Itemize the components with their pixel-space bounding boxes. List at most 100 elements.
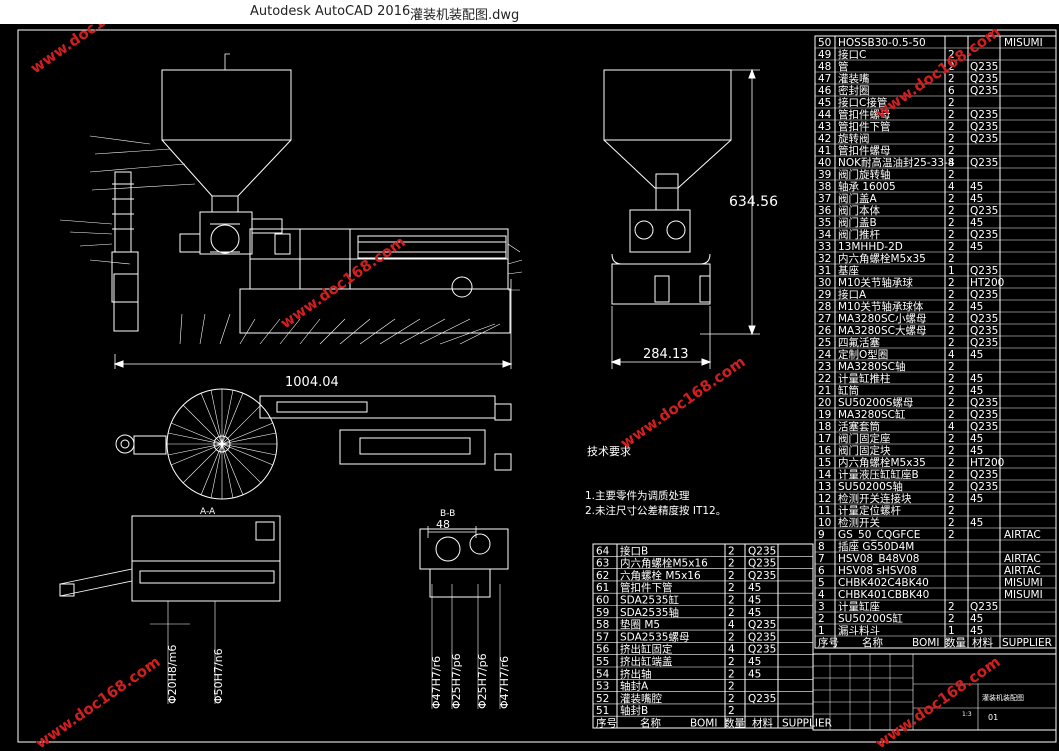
bom-left-row-material: 45 xyxy=(748,668,761,680)
bom-right-row-material: 45 xyxy=(970,613,983,625)
bom-right-row-number: 38 xyxy=(818,181,831,193)
bom-left-row-material: 45 xyxy=(748,607,761,619)
bom-right-row-qty: 2 xyxy=(948,493,955,505)
bom-right-row-name: 定制O型圈 xyxy=(838,348,888,361)
bom-right-row-name: 阀门盖A xyxy=(838,192,877,205)
bom-right-row-qty: 2 xyxy=(948,433,955,445)
bom-right-row-number: 7 xyxy=(818,553,825,565)
bom-right-row-number: 23 xyxy=(818,361,831,373)
watermark-1: www.doc168.com xyxy=(27,24,159,77)
bom-right-row-number: 43 xyxy=(818,121,831,133)
bom-right-row-name: 活塞套筒 xyxy=(838,420,880,433)
bom-right-row-name: 检测开关连接块 xyxy=(838,492,912,505)
bom-right-row-material: 45 xyxy=(970,217,983,229)
bom-left-row-number: 61 xyxy=(596,582,609,594)
drawing-frame xyxy=(17,29,1057,743)
fit-label-1: Φ20H8/m6 xyxy=(166,645,179,704)
bom-right-row-name: 阀门固定块 xyxy=(838,444,891,457)
bom-right-row-number: 42 xyxy=(818,133,831,145)
bom-right-row-number: 2 xyxy=(818,613,825,625)
bom-right-row-material: 45 xyxy=(970,373,983,385)
bom-right-row-material: Q235 xyxy=(970,205,998,217)
bom-right-row-qty: 1 xyxy=(948,625,955,637)
bom-right-row-qty: 4 xyxy=(948,157,955,169)
bom-right-row-material: Q235 xyxy=(970,337,998,349)
bom-right-header-seq: 序号 xyxy=(818,636,839,649)
bom-right-row-qty: 2 xyxy=(948,361,955,373)
bom-right-row-name: 检测开关 xyxy=(838,516,880,529)
bom-right-header-supplier: SUPPLIER xyxy=(1002,637,1052,649)
bom-left-row-material: Q235 xyxy=(748,570,776,582)
title-bar: Autodesk AutoCAD 2016 灌装机装配图.dwg xyxy=(0,0,1059,24)
drawing-canvas[interactable]: 1004.04 634.56 284.13 48 A-A B-B Φ20H8/m… xyxy=(0,24,1059,751)
dim-side-width: 284.13 xyxy=(643,347,689,362)
bom-right-row-number: 41 xyxy=(818,145,831,157)
bom-left-row-name: 挤出缸端盖 xyxy=(620,655,673,668)
bom-right-row-material: 45 xyxy=(970,181,983,193)
bom-right-row-material: Q235 xyxy=(970,421,998,433)
bom-left-row-material: Q235 xyxy=(748,631,776,643)
bom-left-row-number: 64 xyxy=(596,545,610,557)
fit-label-4: Φ25H7/p6 xyxy=(450,653,463,709)
bom-right-row-qty: 2 xyxy=(948,385,955,397)
bom-right-header-qty: 数量 xyxy=(945,636,966,649)
bom-right-row-number: 14 xyxy=(818,469,832,481)
bom-left-row-qty: 2 xyxy=(728,681,735,693)
bom-right-row-material: 45 xyxy=(970,445,983,457)
bom-right-row-qty: 2 xyxy=(948,373,955,385)
bom-right-row-name: HSV08 sHSV08 xyxy=(838,565,917,577)
bom-left-row-number: 55 xyxy=(596,656,609,668)
bom-right-row-material: Q235 xyxy=(970,601,998,613)
bom-right-row-material: 45 xyxy=(970,517,983,529)
bom-left-row-material: Q235 xyxy=(748,558,776,570)
bom-right-row-name: GS_50_CQGFCE xyxy=(838,529,920,541)
drawing-svg[interactable]: 1004.04 634.56 284.13 48 A-A B-B Φ20H8/m… xyxy=(0,24,1059,751)
bom-right-row-name: 接口A xyxy=(838,288,867,301)
fit-label-5: Φ25H7/p6 xyxy=(476,653,489,709)
bom-right-header-bom: BOMI xyxy=(912,637,939,649)
bom-right-row-number: 13 xyxy=(818,481,831,493)
bom-right-row-name: 管 xyxy=(838,60,849,73)
bom-right-row-qty: 2 xyxy=(948,289,955,301)
bom-left-header-supplier: SUPPLIER xyxy=(782,718,832,730)
bom-right-header-material: 材料 xyxy=(972,636,993,649)
bom-right-row-number: 5 xyxy=(818,577,825,589)
bom-right-row-number: 1 xyxy=(818,625,825,637)
bom-left-row-name: 轴封B xyxy=(620,704,648,717)
bom-right-row-qty: 2 xyxy=(948,229,955,241)
bom-left-row-number: 51 xyxy=(596,705,609,717)
bom-left-row-qty: 2 xyxy=(728,668,735,680)
bom-right-row-number: 31 xyxy=(818,265,831,277)
bom-left-row-qty: 2 xyxy=(728,545,735,557)
bom-left-row-qty: 4 xyxy=(728,619,735,631)
bom-right-row-material: Q235 xyxy=(970,133,998,145)
bom-right-row-name: 计量定位螺杆 xyxy=(838,504,901,517)
bom-right-row-name: 阀门盖B xyxy=(838,216,877,229)
bom-right-row-name: 13MHHD-2D xyxy=(838,241,903,253)
bom-left-row-name: 接口B xyxy=(620,544,648,557)
bom-left-grid xyxy=(592,543,814,729)
bom-right-row-name: 计量缸推柱 xyxy=(838,372,891,385)
bom-right-row-qty: 2 xyxy=(948,253,955,265)
bom-right-row-material: HT200 xyxy=(970,457,1004,469)
bom-right-row-number: 44 xyxy=(818,109,832,121)
bom-right-row-material: 45 xyxy=(970,349,983,361)
bom-left-row-name: 灌装嘴腔 xyxy=(620,692,662,705)
bom-right-row-number: 9 xyxy=(818,529,825,541)
section-bb xyxy=(419,526,509,709)
bom-right-row-supplier: MISUMI xyxy=(1004,589,1043,601)
tech-req-item-1: 1.主要零件为调质处理 xyxy=(585,490,690,502)
bom-left-header-bom: BOMI xyxy=(690,718,717,730)
bom-right-row-number: 39 xyxy=(818,169,831,181)
bom-right-row-material: 45 xyxy=(970,625,983,637)
bom-left-header-name: 名称 xyxy=(640,717,661,730)
bom-right-row-qty: 2 xyxy=(948,73,955,85)
bom-right-row-number: 15 xyxy=(818,457,831,469)
bom-right-row-name: CHBK402C4BK40 xyxy=(838,577,929,589)
bom-left-row-name: SDA2535轴 xyxy=(620,606,679,619)
bom-right-row-qty: 2 xyxy=(948,601,955,613)
dim-bb-width: 48 xyxy=(436,518,450,531)
tech-req-item-2: 2.未注尺寸公差精度按 IT12。 xyxy=(585,504,726,517)
bom-right-row-qty: 2 xyxy=(948,517,955,529)
bom-right-row-material: Q235 xyxy=(970,469,998,481)
